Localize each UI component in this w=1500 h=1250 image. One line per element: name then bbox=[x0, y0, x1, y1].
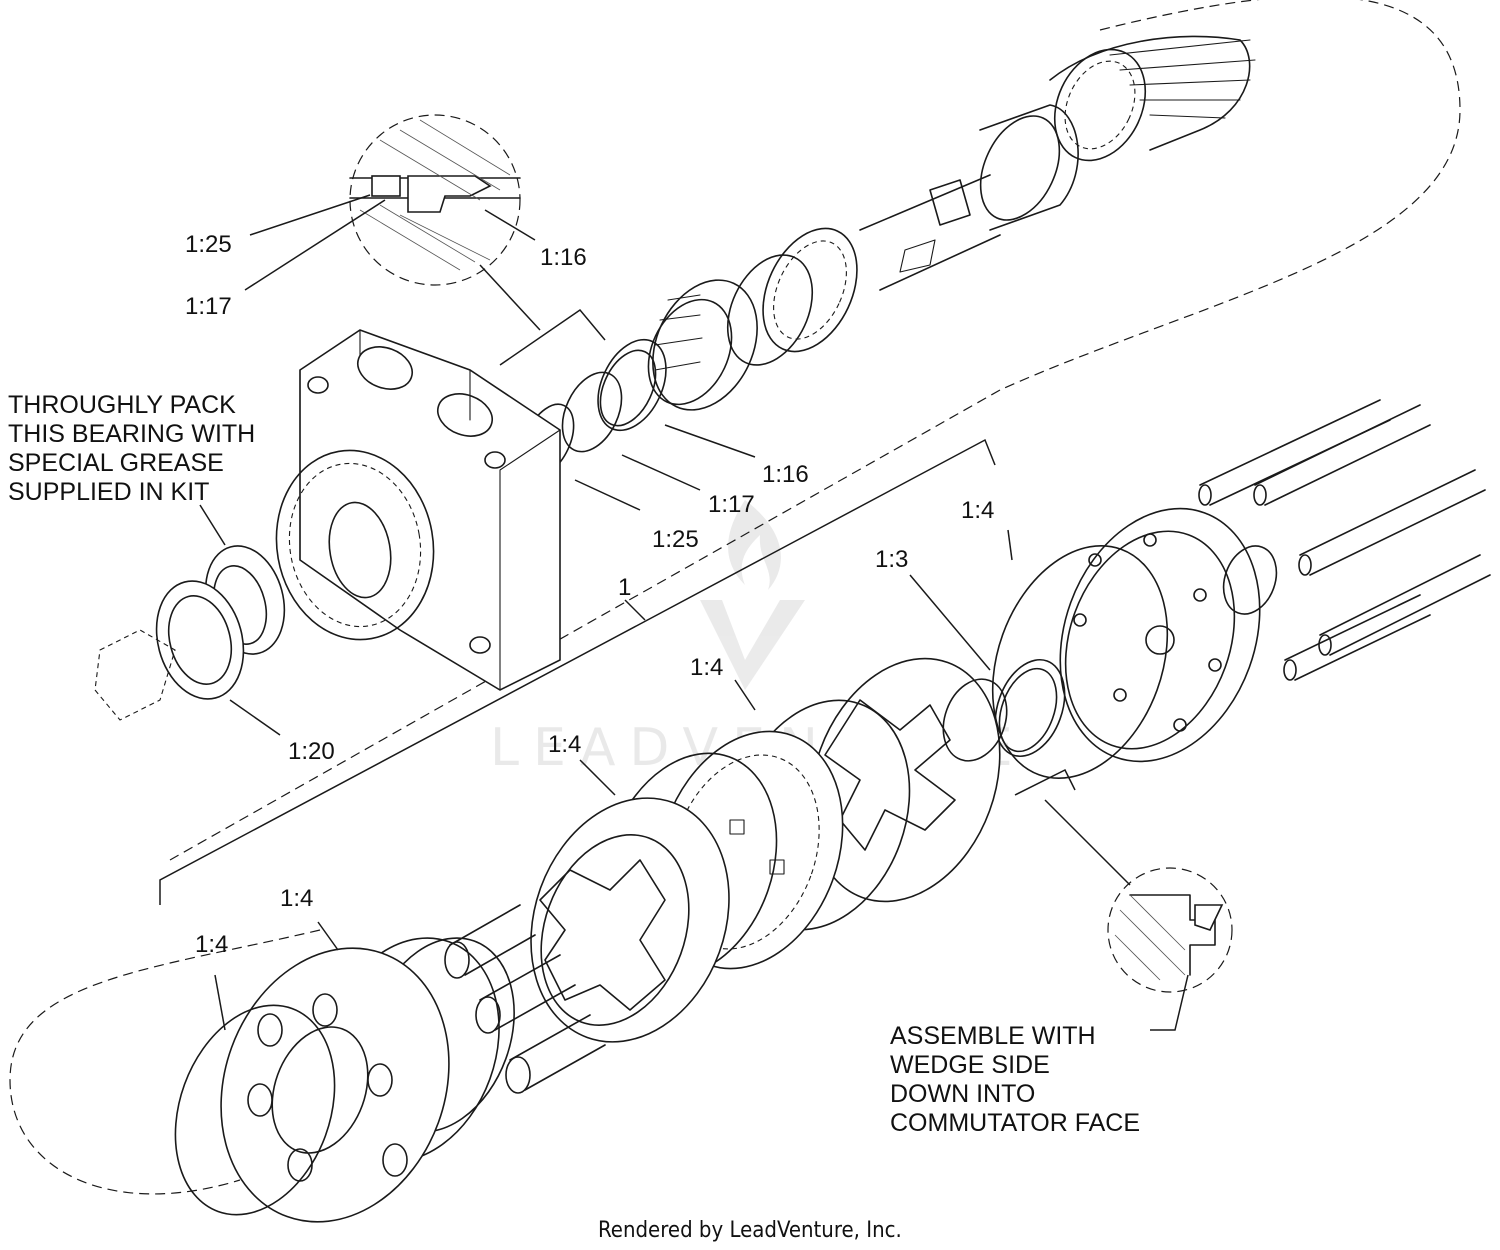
callout-1-4-c: 1:4 bbox=[548, 731, 581, 758]
end-cover bbox=[1059, 507, 1278, 763]
leader-lines bbox=[199, 194, 1189, 1031]
wedge-detail-circle bbox=[1107, 867, 1233, 993]
bearing-note-line-3: SPECIAL GREASE bbox=[8, 449, 224, 477]
motor-housing bbox=[94, 329, 561, 721]
assembly-note-line-4: COMMUTATOR FACE bbox=[890, 1109, 1140, 1137]
callout-1-4-b: 1:4 bbox=[690, 654, 723, 681]
gerotor-sets bbox=[530, 699, 911, 1043]
bearing-note-line-1: THROUGHLY PACK bbox=[8, 391, 236, 419]
callout-1-25-ring: 1:25 bbox=[652, 526, 699, 553]
callout-labels: 1:25 1:17 1:16 1:16 1:17 1:25 1:20 1 1:4… bbox=[185, 231, 994, 958]
callout-1-17-detail: 1:17 bbox=[185, 293, 232, 320]
bearing-note-line-2: THIS BEARING WITH bbox=[8, 420, 255, 448]
callout-1-3: 1:3 bbox=[875, 546, 908, 573]
callout-1-group: 1 bbox=[618, 574, 631, 601]
callout-1-20-bearing: 1:20 bbox=[288, 738, 335, 765]
assembly-note-line-2: WEDGE SIDE bbox=[890, 1051, 1050, 1079]
assembly-centerline bbox=[9, 0, 1461, 1195]
shaft-bearing-stack bbox=[647, 227, 858, 411]
seal-detail-circle bbox=[349, 114, 521, 286]
callout-1-4-a: 1:4 bbox=[961, 497, 994, 524]
output-shaft bbox=[859, 35, 1256, 291]
callout-1-16-ring: 1:16 bbox=[762, 461, 809, 488]
callout-1-25-detail: 1:25 bbox=[185, 231, 232, 258]
front-plate bbox=[174, 937, 515, 1223]
bearing-note: THROUGHLY PACK THIS BEARING WITH SPECIAL… bbox=[8, 391, 255, 506]
assembly-note-line-1: ASSEMBLE WITH bbox=[890, 1022, 1096, 1050]
leadventure-flame-logo-icon bbox=[700, 500, 805, 690]
footer-credit: Rendered by LeadVenture, Inc. bbox=[598, 1218, 902, 1243]
callout-1-17-ring: 1:17 bbox=[708, 491, 755, 518]
o-rings-upper bbox=[991, 545, 1169, 779]
callout-1-4-e: 1:4 bbox=[195, 931, 228, 958]
assembly-bolts bbox=[1198, 399, 1491, 681]
assembly-note-line-3: DOWN INTO bbox=[890, 1080, 1035, 1108]
commutator-plate bbox=[809, 657, 1008, 903]
group-brackets bbox=[159, 308, 1076, 905]
drive-rollers bbox=[444, 904, 606, 1094]
bearing-note-line-4: SUPPLIED IN KIT bbox=[8, 478, 209, 506]
assembly-note: ASSEMBLE WITH WEDGE SIDE DOWN INTO COMMU… bbox=[890, 1022, 1140, 1137]
callout-1-16-detail: 1:16 bbox=[540, 244, 587, 271]
callout-1-4-d: 1:4 bbox=[280, 885, 313, 912]
